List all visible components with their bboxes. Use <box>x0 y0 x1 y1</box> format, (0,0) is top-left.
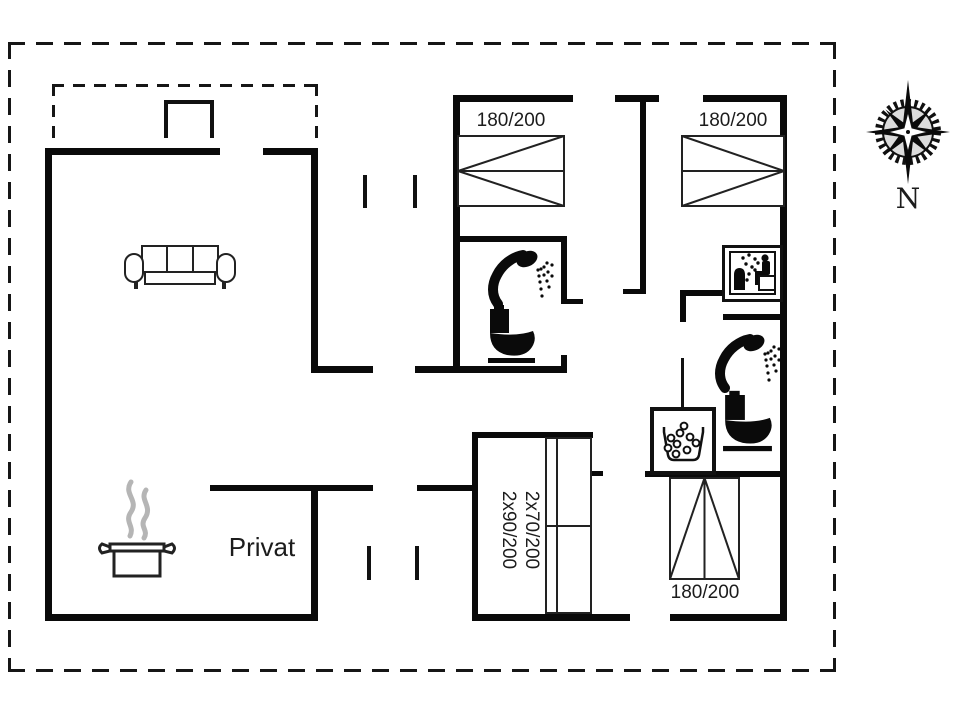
wall-segment <box>561 236 567 302</box>
wall-segment <box>645 471 787 477</box>
wall-segment <box>703 95 787 102</box>
plot-boundary-left <box>8 42 11 672</box>
wall-segment <box>615 95 659 102</box>
wall-segment <box>472 614 630 621</box>
wall-segment <box>723 314 783 320</box>
wall-segment <box>680 290 686 322</box>
double-bed-icon <box>681 135 785 207</box>
door-jamb-marker <box>363 175 367 208</box>
wall-segment <box>417 485 477 491</box>
chimney <box>164 100 214 138</box>
sofa-icon <box>124 245 236 289</box>
terrace-outline-left <box>52 84 55 146</box>
wall-segment <box>472 432 593 438</box>
wall-segment <box>311 148 318 373</box>
toilet-icon <box>488 305 535 363</box>
wall-segment-privat-right <box>311 485 318 621</box>
bed-size-label: 180/200 <box>670 582 740 603</box>
wall-segment <box>45 148 220 155</box>
washbasin-icon <box>650 407 716 475</box>
wall-segment <box>623 289 646 294</box>
wall-segment <box>415 366 567 373</box>
sauna-icon <box>722 245 783 302</box>
plot-boundary-right <box>833 42 836 672</box>
plot-boundary-top <box>8 42 836 45</box>
privat-room-label: Privat <box>228 532 296 562</box>
terrace-outline-right <box>315 84 318 146</box>
door-jamb-marker <box>415 546 419 580</box>
wall-segment <box>472 432 478 621</box>
toilet-icon <box>723 390 772 452</box>
shower-icon <box>488 250 554 309</box>
compass-rose-icon <box>866 80 950 184</box>
bunk-bed-label-line1: 2x70/200 <box>521 490 542 570</box>
door-jamb-marker <box>413 175 417 208</box>
wardrobe-cabinet-divider <box>545 525 592 527</box>
bunk-bed-label-line2: 2x90/200 <box>498 490 519 570</box>
shower-icon <box>715 334 781 393</box>
terrace-outline-top <box>52 84 318 87</box>
compass-north-label: N <box>895 182 921 215</box>
wall-segment <box>455 236 567 242</box>
bed-size-label: 180/200 <box>476 110 546 131</box>
bunk-bed-label: 2x70/200 2x90/200 <box>495 485 543 575</box>
wall-segment <box>670 614 787 621</box>
wall-segment <box>45 148 52 621</box>
wall-segment <box>561 299 583 304</box>
plot-boundary-bottom <box>8 669 836 672</box>
wall-segment <box>45 614 318 621</box>
bed-size-label: 180/200 <box>698 110 768 131</box>
double-bed-icon <box>669 477 740 580</box>
wall-segment <box>640 95 646 293</box>
wall-segment <box>311 366 373 373</box>
wall-segment <box>590 471 603 476</box>
wall-segment-thin <box>681 358 684 412</box>
wall-segment <box>453 95 573 102</box>
wall-segment <box>680 290 723 296</box>
door-jamb-marker <box>367 546 371 580</box>
double-bed-icon <box>457 135 565 207</box>
wall-segment <box>561 355 567 373</box>
wall-segment-privat-top <box>210 485 373 491</box>
stove-pot-icon <box>98 479 176 578</box>
wall-segment <box>263 148 318 155</box>
wall-segment <box>453 95 460 373</box>
wall-segment <box>780 95 787 621</box>
